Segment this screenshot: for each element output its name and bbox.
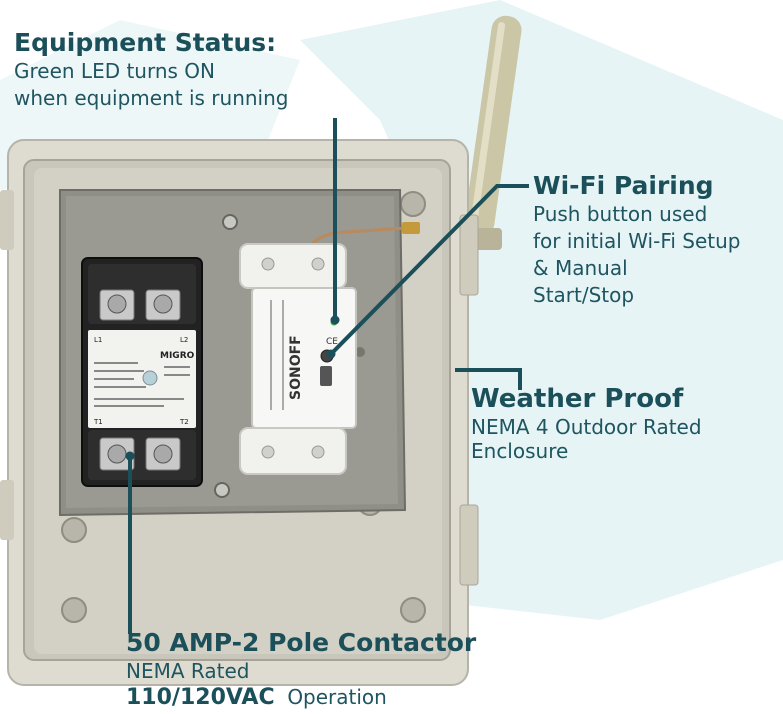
terminal-l2-label: L2 xyxy=(180,336,188,344)
weather-proof-leader xyxy=(455,368,522,390)
terminal-t1-label: T1 xyxy=(93,418,103,426)
contactor-voltage: 110/120VAC xyxy=(126,684,275,710)
weather-proof-title: Weather Proof xyxy=(471,384,684,414)
equipment-status-line2: when equipment is running xyxy=(14,85,289,110)
equipment-status-title: Equipment Status: xyxy=(14,28,277,57)
contactor-operation: Operation xyxy=(287,684,387,709)
sonoff-switch: SONOFF CE xyxy=(239,243,357,475)
contactor-brand: MIGRO xyxy=(160,351,195,361)
wifi-pairing-callout: Wi-Fi Pairing Push button used for initi… xyxy=(533,171,741,309)
terminal-t2-label: T2 xyxy=(179,418,189,426)
contactor-callout: 50 AMP-2 Pole Contactor NEMA Rated 110/1… xyxy=(126,628,476,711)
wifi-pairing-line1: Push button used xyxy=(533,201,708,226)
weather-proof-line1: NEMA 4 Outdoor Rated xyxy=(471,414,702,439)
weather-proof-line2: Enclosure xyxy=(471,438,569,463)
antenna-connector xyxy=(402,222,420,234)
contactor-title: 50 AMP-2 Pole Contactor xyxy=(126,628,477,657)
wifi-pairing-line2: for initial Wi-Fi Setup xyxy=(533,228,741,253)
ce-mark: CE xyxy=(326,337,338,347)
switch-brand: SONOFF xyxy=(288,335,304,400)
wifi-pairing-leader xyxy=(330,184,529,355)
contactor: L1 L2 MIGRO T1 T2 xyxy=(81,257,203,487)
leader-lines xyxy=(125,118,529,634)
terminal-l1-label: L1 xyxy=(94,336,102,344)
wifi-pairing-title: Wi-Fi Pairing xyxy=(533,171,714,200)
equipment-status-line1: Green LED turns ON xyxy=(14,58,216,83)
weather-proof-callout: Weather Proof NEMA 4 Outdoor Rated Enclo… xyxy=(471,384,702,463)
contactor-line2: 110/120VAC Operation xyxy=(126,684,476,711)
contactor-line1: NEMA Rated xyxy=(126,658,250,683)
contactor-label-lines xyxy=(94,362,190,407)
equipment-status-callout: Equipment Status: Green LED turns ON whe… xyxy=(14,28,288,112)
wifi-pairing-line3: & Manual xyxy=(533,255,628,280)
wifi-pairing-line4: Start/Stop xyxy=(533,282,635,307)
